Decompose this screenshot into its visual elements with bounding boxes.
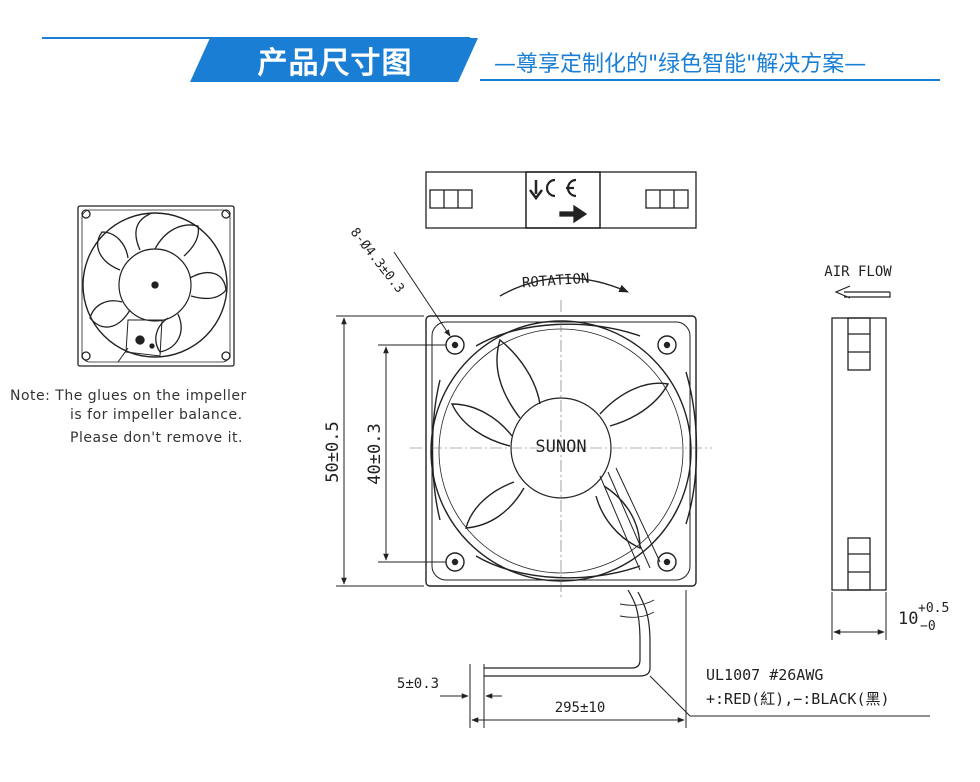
dim-hole-pitch-label: 40±0.3 — [365, 423, 385, 484]
air-flow-label: AIR FLOW — [824, 264, 892, 280]
dim-wire-strip-label: 5±0.3 — [397, 676, 439, 692]
page-subtitle: —尊享定制化的"绿色智能"解决方案— — [494, 52, 867, 77]
dimension-wire-length — [471, 590, 687, 728]
rear-view — [77, 205, 235, 367]
dimension-outer — [336, 315, 424, 587]
wire-spec-leader — [649, 675, 930, 717]
wire-colors-label: +:RED(紅),−:BLACK(黑) — [706, 690, 890, 708]
page-title: 产品尺寸图 — [257, 46, 413, 81]
dim-thickness-lower-tol: −0 — [920, 619, 936, 634]
air-flow-arrow — [834, 285, 891, 299]
note-line-2: is for impeller balance. — [70, 407, 243, 423]
hole-spec-leader — [393, 251, 451, 337]
note-leader — [117, 347, 129, 363]
rotation-label: ROTATION — [522, 271, 590, 292]
header-title-banner — [190, 38, 478, 82]
rotation-arrow — [499, 277, 629, 297]
dim-outer-label: 50±0.5 — [323, 421, 343, 482]
wire-spec-label: UL1007 #26AWG — [706, 666, 823, 684]
hole-spec-label: 8-Ø4.3±0.3 — [347, 225, 407, 296]
dim-wire-length-label: 295±10 — [555, 700, 606, 716]
side-view — [831, 317, 887, 591]
top-view — [425, 171, 697, 229]
dim-thickness-label: 10 — [898, 609, 918, 629]
dimension-hole-pitch — [378, 344, 446, 563]
brand-label: SUNON — [535, 437, 586, 457]
dim-thickness-upper-tol: +0.5 — [918, 601, 949, 616]
note-line-3: Please don't remove it. — [70, 430, 243, 446]
dimension-thickness — [831, 592, 887, 640]
lead-wires — [483, 589, 655, 680]
dimension-wire-strip — [440, 664, 502, 728]
header-band — [42, 37, 940, 82]
note-line-1: Note: The glues on the impeller — [10, 388, 247, 404]
